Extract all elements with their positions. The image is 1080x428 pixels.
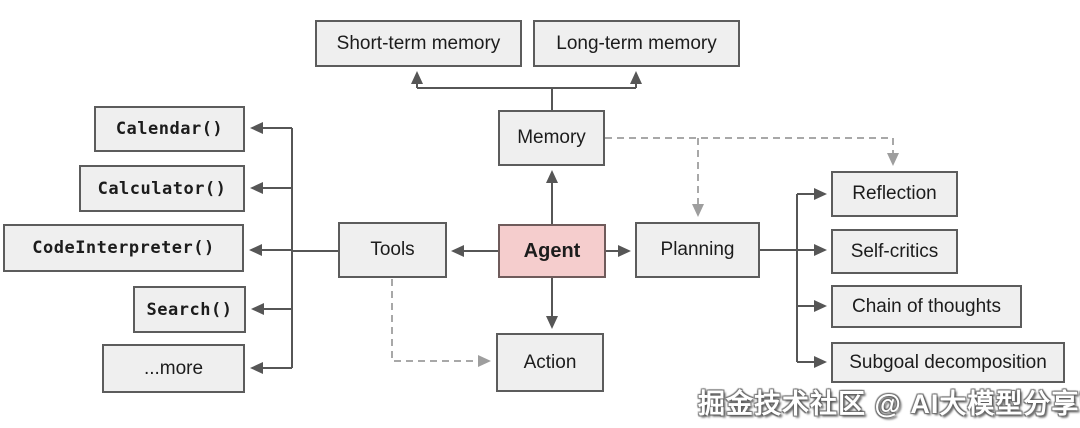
node-planning: Planning <box>635 222 760 278</box>
node-memory: Memory <box>498 110 605 166</box>
node-tool-search: Search() <box>133 286 246 333</box>
node-subgoal-decomposition: Subgoal decomposition <box>831 342 1065 383</box>
node-tool-calendar: Calendar() <box>94 106 245 152</box>
node-action: Action <box>496 333 604 392</box>
node-reflection: Reflection <box>831 171 958 217</box>
node-self-critics: Self-critics <box>831 229 958 274</box>
node-tool-more: ...more <box>102 344 245 393</box>
node-agent: Agent <box>498 224 606 278</box>
watermark-text: 掘金技术社区 @ AI大模型分享营 <box>698 389 1080 419</box>
node-tools: Tools <box>338 222 447 278</box>
node-short-term-memory: Short-term memory <box>315 20 522 67</box>
node-tool-code-interpreter: CodeInterpreter() <box>3 224 244 272</box>
node-long-term-memory: Long-term memory <box>533 20 740 67</box>
node-chain-of-thoughts: Chain of thoughts <box>831 285 1022 328</box>
node-tool-calculator: Calculator() <box>79 165 245 212</box>
